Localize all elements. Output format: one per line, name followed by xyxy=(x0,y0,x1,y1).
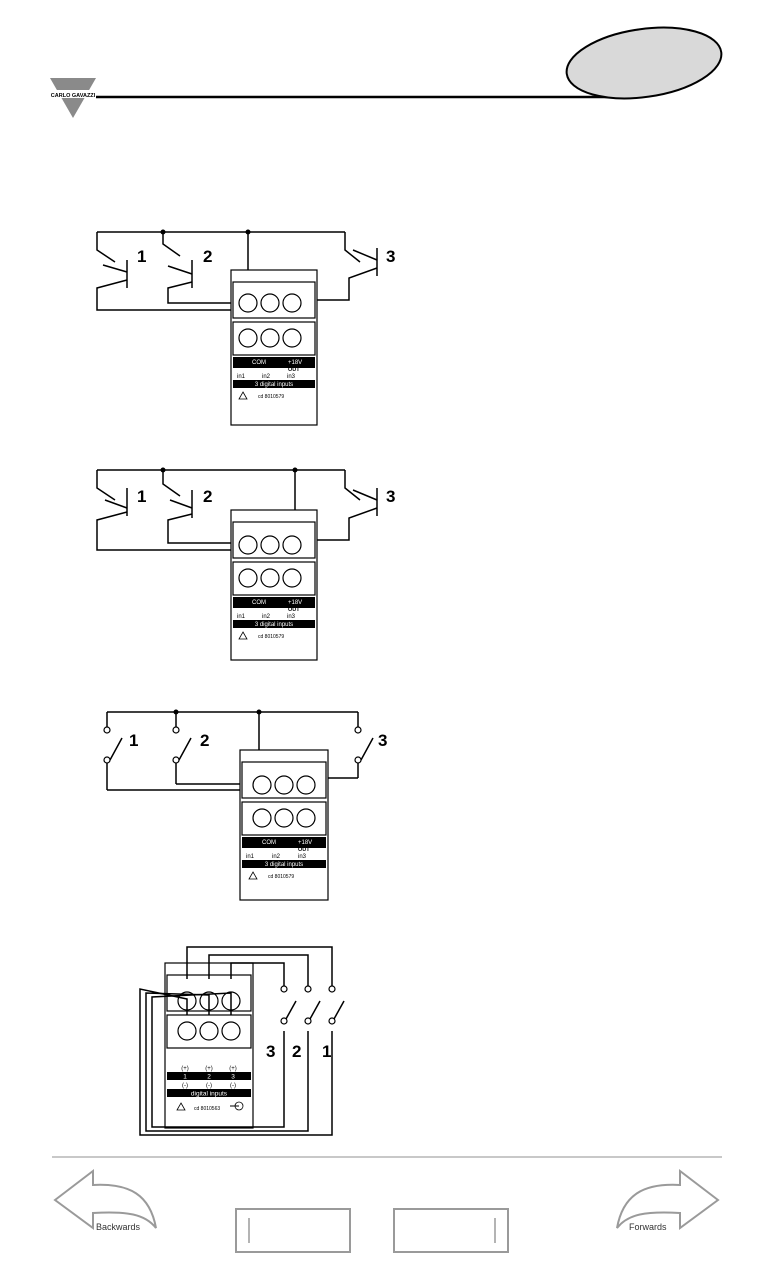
module-com-label: COM xyxy=(252,600,266,606)
transistor-2-label: 2 xyxy=(203,487,212,506)
module-cert-label: cd 8010563 xyxy=(194,1106,220,1112)
wiring-diagram-transistor-b: COM +18V OUT in1 in2 in3 3 digital input… xyxy=(0,460,765,665)
module-com-label: COM xyxy=(262,840,276,846)
input-2-number: 2 xyxy=(207,1074,211,1081)
switch-3-label: 3 xyxy=(378,731,387,750)
index-button[interactable] xyxy=(236,1209,350,1252)
input-1-minus: (-) xyxy=(182,1083,188,1089)
module-digital-inputs-label: 3 digital inputs xyxy=(265,862,303,868)
forwards-button-label[interactable]: Forwards xyxy=(629,1222,667,1232)
module-in1-label: in1 xyxy=(246,854,255,860)
module-digital-inputs-label: digital inputs xyxy=(191,1091,228,1098)
logo-text: CARLO GAVAZZI xyxy=(51,93,96,99)
module-out-label: OUT xyxy=(298,847,310,853)
forwards-arrow-icon[interactable] xyxy=(617,1171,718,1228)
input-2-minus: (-) xyxy=(206,1083,212,1089)
switch-1-label: 1 xyxy=(129,731,138,750)
switch-2-label: 2 xyxy=(200,731,209,750)
module-18v-label: +18V xyxy=(288,600,302,606)
module-cert-label: cd 8010579 xyxy=(258,394,284,400)
module-in2-label: in2 xyxy=(262,614,271,620)
transistor-1-label: 1 xyxy=(137,487,146,506)
module-18v-label: +18V xyxy=(298,840,312,846)
switch-3-label: 3 xyxy=(266,1042,275,1061)
input-2-plus: (+) xyxy=(205,1066,213,1072)
switch-2-label: 2 xyxy=(292,1042,301,1061)
module-cert-label: cd 8010579 xyxy=(258,634,284,640)
module-digital-inputs-label: 3 digital inputs xyxy=(255,382,293,388)
input-3-minus: (-) xyxy=(230,1083,236,1089)
switch-1-label: 1 xyxy=(322,1042,331,1061)
module-in2-label: in2 xyxy=(262,374,271,380)
module-cert-label: cd 8010579 xyxy=(268,874,294,880)
module-com-label: COM xyxy=(252,360,266,366)
module-out-label: OUT xyxy=(288,367,300,373)
module-in3-label: in3 xyxy=(298,854,307,860)
wiring-diagram-switch-a: COM +18V OUT in1 in2 in3 3 digital input… xyxy=(0,700,765,910)
module-in1-label: in1 xyxy=(237,374,246,380)
transistor-3-label: 3 xyxy=(386,487,395,506)
wiring-diagram-transistor-a: COM +18V OUT in1 in2 in3 3 digital input… xyxy=(0,220,765,430)
transistor-3-label: 3 xyxy=(386,247,395,266)
input-3-plus: (+) xyxy=(229,1066,237,1072)
module-in3-label: in3 xyxy=(287,374,296,380)
input-3-number: 3 xyxy=(231,1074,235,1081)
input-1-plus: (+) xyxy=(181,1066,189,1072)
wiring-diagram-switch-b: (+) (+) (+) 1 2 3 (-) (-) (-) digital in… xyxy=(0,935,765,1145)
footer-navigation xyxy=(0,1150,765,1275)
transistor-1-label: 1 xyxy=(137,247,146,266)
page-header: CARLO GAVAZZI xyxy=(0,0,765,140)
backwards-arrow-icon[interactable] xyxy=(55,1171,156,1228)
contents-button[interactable] xyxy=(394,1209,508,1252)
module-in3-label: in3 xyxy=(287,614,296,620)
transistor-2-label: 2 xyxy=(203,247,212,266)
input-1-number: 1 xyxy=(183,1074,187,1081)
module-in1-label: in1 xyxy=(237,614,246,620)
section-tab-oval xyxy=(562,18,726,107)
module-in2-label: in2 xyxy=(272,854,281,860)
backwards-button-label[interactable]: Backwards xyxy=(96,1222,140,1232)
module-digital-inputs-label: 3 digital inputs xyxy=(255,622,293,628)
module-18v-label: +18V xyxy=(288,360,302,366)
module-out-label: OUT xyxy=(288,607,300,613)
